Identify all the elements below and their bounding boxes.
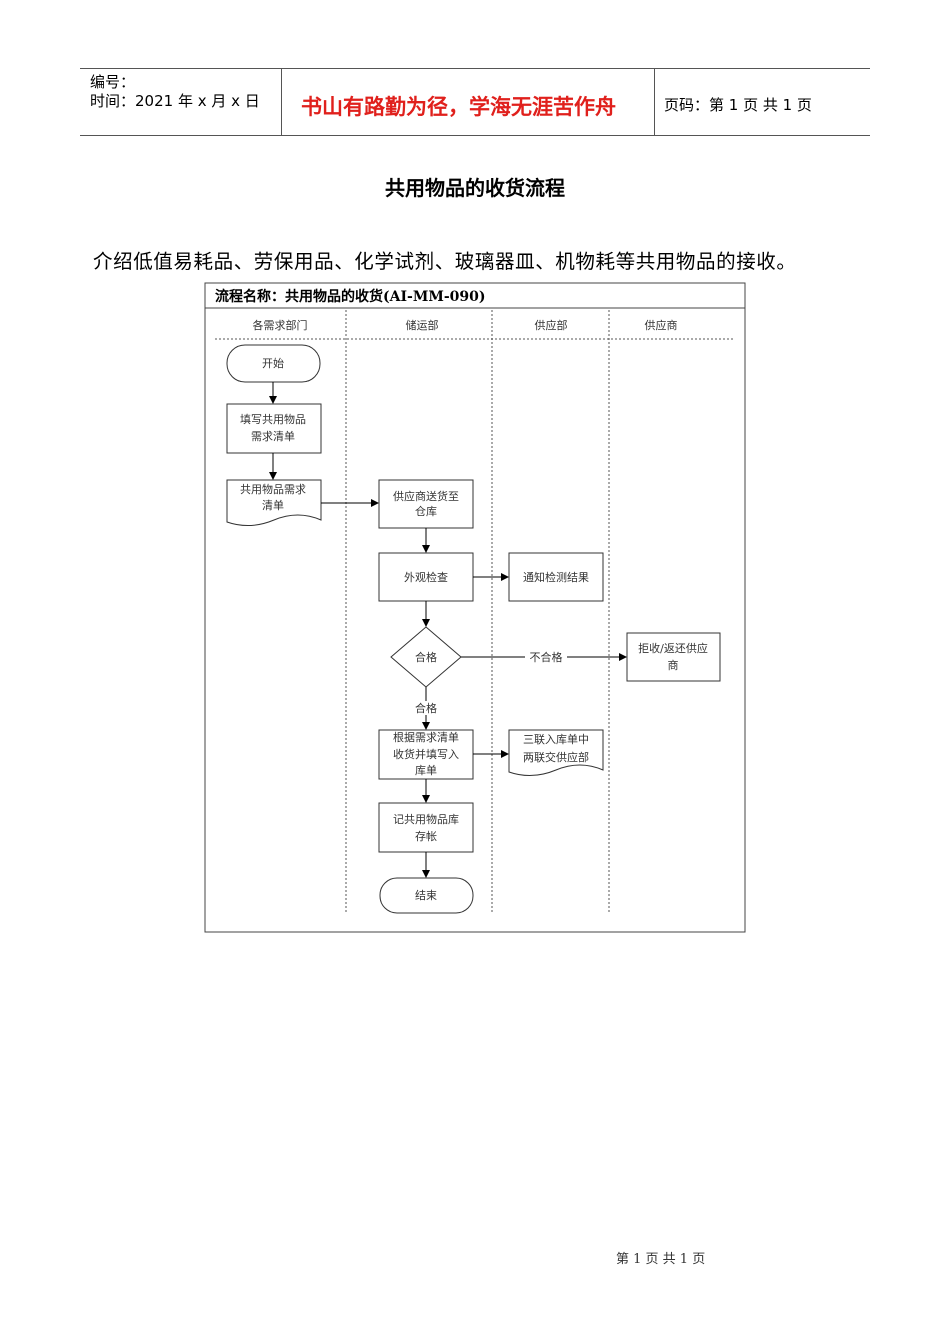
pass-label: 合格 xyxy=(415,701,437,715)
start-label: 开始 xyxy=(262,356,284,370)
fail-label: 不合格 xyxy=(530,650,563,664)
record-node xyxy=(378,802,474,853)
lane-header: 供应部 xyxy=(535,318,568,332)
lane-dividers xyxy=(215,310,735,912)
fill-list-node xyxy=(226,403,322,454)
flowchart-name: 流程名称：共用物品的收货(AI-MM-090) xyxy=(215,288,486,305)
end-label: 结束 xyxy=(415,889,437,902)
node-label: 清单 xyxy=(262,499,284,512)
document-title: 共用物品的收货流程 xyxy=(385,176,565,200)
node-label: 外观检查 xyxy=(404,570,448,584)
node-label: 存帐 xyxy=(415,829,437,843)
lane-header: 各需求部门 xyxy=(253,318,308,332)
list-document-node xyxy=(226,479,322,526)
node-label: 两联交供应部 xyxy=(523,750,589,764)
node-label: 供应商送货至 xyxy=(393,489,459,503)
header-number: 编号： xyxy=(90,73,136,91)
node-label: 拒收/返还供应 xyxy=(638,641,708,655)
node-label: 需求清单 xyxy=(251,430,295,443)
inspect-node xyxy=(378,552,474,602)
header-top-rule xyxy=(80,68,870,69)
reject-node xyxy=(626,632,721,682)
deliver-node xyxy=(378,479,474,529)
receive-node xyxy=(378,729,474,780)
node-label: 填写共用物品 xyxy=(240,412,306,426)
header-bottom-rule xyxy=(80,135,870,136)
node-label: 仓库 xyxy=(415,504,437,518)
node-label: 记共用物品库 xyxy=(393,812,459,826)
node-label: 共用物品需求 xyxy=(240,482,306,496)
header-date: 时间：2021 年 x 月 x 日 xyxy=(90,92,260,110)
header-motto: 书山有路勤为径，学海无涯苦作舟 xyxy=(301,95,616,119)
intro-paragraph: 介绍低值易耗品、劳保用品、化学试剂、玻璃器皿、机物耗等共用物品的接收。 xyxy=(93,250,797,273)
lane-header: 储运部 xyxy=(406,318,439,332)
node-label: 库单 xyxy=(415,764,437,777)
flowchart-frame xyxy=(204,282,746,933)
footer-page-number: 第 1 页 共 1 页 xyxy=(616,1252,706,1267)
decision-label: 合格 xyxy=(415,650,437,664)
lane-header: 供应商 xyxy=(645,318,678,332)
node-label: 收货并填写入 xyxy=(393,747,459,761)
node-label: 根据需求清单 xyxy=(393,730,459,744)
header-divider xyxy=(281,68,282,135)
label-background xyxy=(412,701,440,715)
notify-node xyxy=(508,552,604,602)
header-divider xyxy=(654,68,655,135)
copies-document-node xyxy=(508,729,604,776)
node-label: 商 xyxy=(668,658,679,672)
node-label: 通知检测结果 xyxy=(523,570,589,584)
node-label: 三联入库单中 xyxy=(523,733,589,746)
header-page-number: 页码：第 1 页 共 1 页 xyxy=(664,96,812,114)
end-node xyxy=(379,877,474,914)
label-background xyxy=(525,650,567,664)
